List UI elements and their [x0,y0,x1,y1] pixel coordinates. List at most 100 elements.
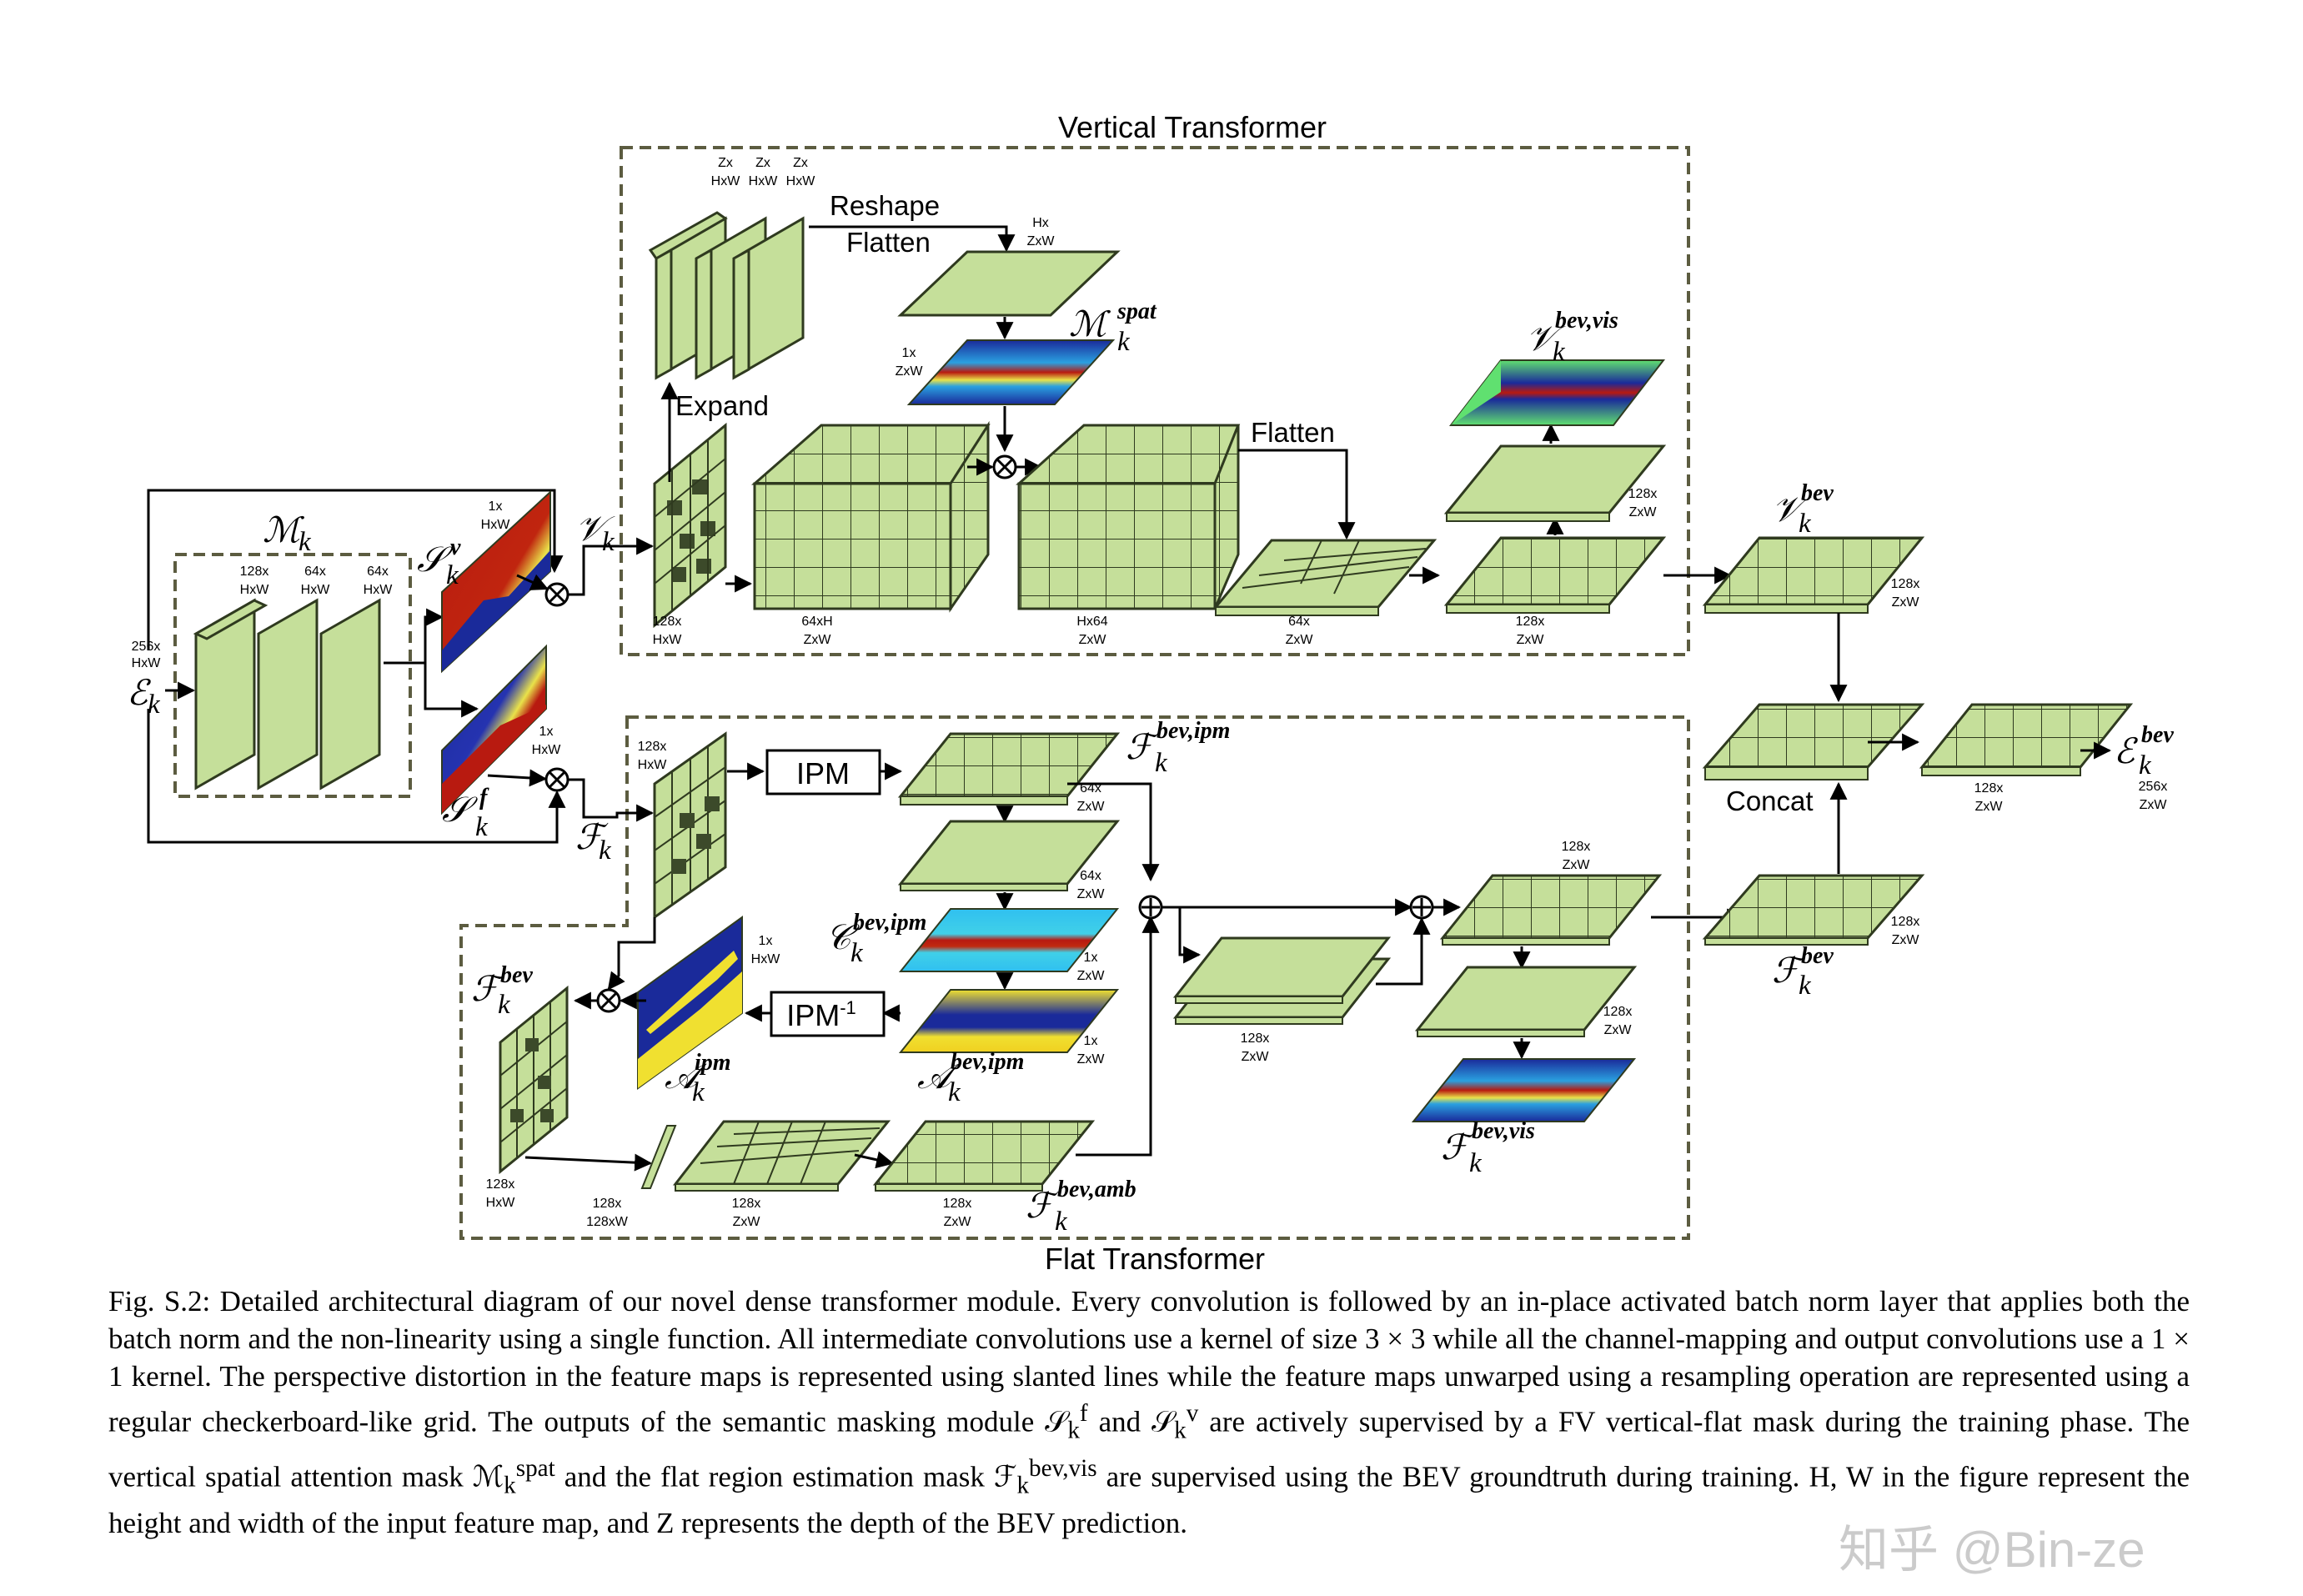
symbol-A_ipm: 𝒜 ipm k [665,1050,731,1107]
dim-vflat2-1: 128x [1516,615,1545,629]
dim-vup-1: 128x [1628,487,1658,501]
label-reshape: Reshape [830,190,940,221]
dim-mspat-2: ZxW [896,364,924,379]
add-op-1 [1138,895,1163,920]
svg-text:k: k [692,1077,705,1107]
mask-C-bev-ipm-heatmap [898,908,1120,972]
symbol-V_bev_vis: 𝒱 bev,vis k [1526,308,1618,367]
mask-S-f-heatmap [441,644,547,816]
svg-text:k: k [1117,327,1131,357]
dim-enc3-2: HxW [364,583,394,597]
dim-zx2-1: Zx [755,156,770,170]
dim-cube2-1: Hx64 [1076,615,1107,629]
flat-transformer-box [459,715,1690,1240]
feature-stacked-128x [1172,936,1392,1025]
feature-warped-128x [672,1120,891,1192]
mask-S-v-heatmap [441,489,551,674]
dim-fstack-1: 128x [1241,1031,1270,1046]
dim-cube1-1: 64xH [801,615,832,629]
symbol-F_bev_left: ℱ bev k [471,962,533,1020]
feature-plain-64x-flat [897,820,1121,891]
svg-text:ℱ: ℱ [1126,729,1159,767]
expand-stack [648,211,805,380]
feature-grid-128x-vertical [1443,536,1667,614]
label-concat: Concat [1726,785,1814,816]
feature-plain-128x-flat [1414,966,1638,1037]
dim-ebev-2: ZxW [2140,798,2168,812]
dim-ebev-1: 256x [2139,780,2168,794]
mask-F-bev-vis-heatmap [1411,1058,1637,1122]
feature-V-bev [1702,536,1925,614]
dim-fbevright-1: 128x [1891,915,1920,929]
svg-text:bev: bev [1801,943,1834,969]
svg-text:ℰ: ℰ [127,675,152,713]
dim-vbev-1: 128x [1891,577,1920,591]
encoder-layer-3 [319,598,381,790]
svg-text:ℰ: ℰ [2114,733,2139,771]
feature-F_k-masked [653,731,727,920]
dim-fipm-2: ZxW [1077,800,1106,814]
svg-text:bev,ipm: bev,ipm [853,910,926,936]
symbol-F_bev_ipm: ℱ bev,ipm k [1126,718,1230,778]
symbol-F_bev_vis: ℱ bev,vis k [1441,1118,1535,1178]
multiply-op-f [544,767,569,792]
svg-text:k: k [1155,748,1168,778]
ipm-box: IPM [765,749,881,795]
svg-text:IPM: IPM [796,756,850,790]
dim-fstack-2: ZxW [1242,1050,1270,1064]
svg-text:ℳ: ℳ [263,512,305,550]
dim-aipm-2: HxW [751,952,781,966]
symbol-M_spat: ℳ spat k [1069,299,1157,357]
ipm-inverse-box: IPM-1 [770,991,886,1037]
dim-vflat1-1: 64x [1288,615,1310,629]
dim-cbev-1: 1x [1084,951,1098,965]
svg-text:bev: bev [1801,480,1834,506]
dim-fbevleft-1: 128x [486,1177,515,1192]
svg-text:k: k [498,990,511,1020]
dim-sf-2: HxW [532,743,562,757]
dim-vflat2-2: ZxW [1517,633,1545,647]
svg-text:bev,ipm: bev,ipm [1157,718,1230,744]
svg-text:bev: bev [2141,722,2174,748]
dim-sf-1: 1x [539,725,554,739]
dim-fconv-1: 64x [1080,869,1101,883]
symbol-F_bev_right: ℱ bev k [1772,943,1834,1001]
dim-fthin-1: 128x [593,1197,622,1211]
svg-text:bev,vis: bev,vis [1555,308,1618,334]
svg-text:spat: spat [1116,299,1157,324]
svg-text:k: k [1799,971,1812,1001]
dim-famb-2: ZxW [944,1215,972,1229]
mask-M-spat-heatmap [906,339,1116,405]
mask-A-ipm-heatmap [637,916,743,1090]
symbol-V_bev: 𝒱 bev k [1772,480,1834,539]
mask-V-bev-vis-heatmap [1448,359,1666,426]
feature-F-bev-right [1702,874,1925,946]
svg-text:bev: bev [500,962,533,988]
dim-hx-2: ZxW [1027,234,1056,248]
vertical-transformer-title: Vertical Transformer [1058,110,1327,144]
svg-text:k: k [948,1077,961,1107]
feature-F-bev-amb [872,1120,1096,1192]
dim-fsum-2: ZxW [1563,858,1591,872]
feature-cube-Hx64 [1016,424,1241,610]
encoder-layer-2 [257,598,319,790]
dim-concat-1: 128x [1974,781,2004,795]
symbol-F_bev_amb: ℱ bev,amb k [1026,1177,1136,1237]
dim-enc3-1: 64x [367,565,389,579]
dim-enc1-2: HxW [240,583,270,597]
svg-text:k: k [1469,1148,1483,1178]
dim-input-1: 256x [132,640,161,654]
dim-vk-2: HxW [653,633,683,647]
dim-input-2: HxW [132,656,162,670]
dim-enc2-1: 64x [304,565,326,579]
dim-fwarp-1: 128x [732,1197,761,1211]
svg-text:bev,amb: bev,amb [1057,1177,1136,1202]
dim-concat-2: ZxW [1975,800,2004,814]
dim-aipm-1: 1x [759,934,773,948]
svg-text:bev,vis: bev,vis [1472,1118,1535,1144]
label-expand: Expand [675,390,769,421]
svg-text:k: k [599,836,612,866]
dim-fwarp-2: ZxW [733,1215,761,1229]
svg-text:k: k [850,938,864,968]
